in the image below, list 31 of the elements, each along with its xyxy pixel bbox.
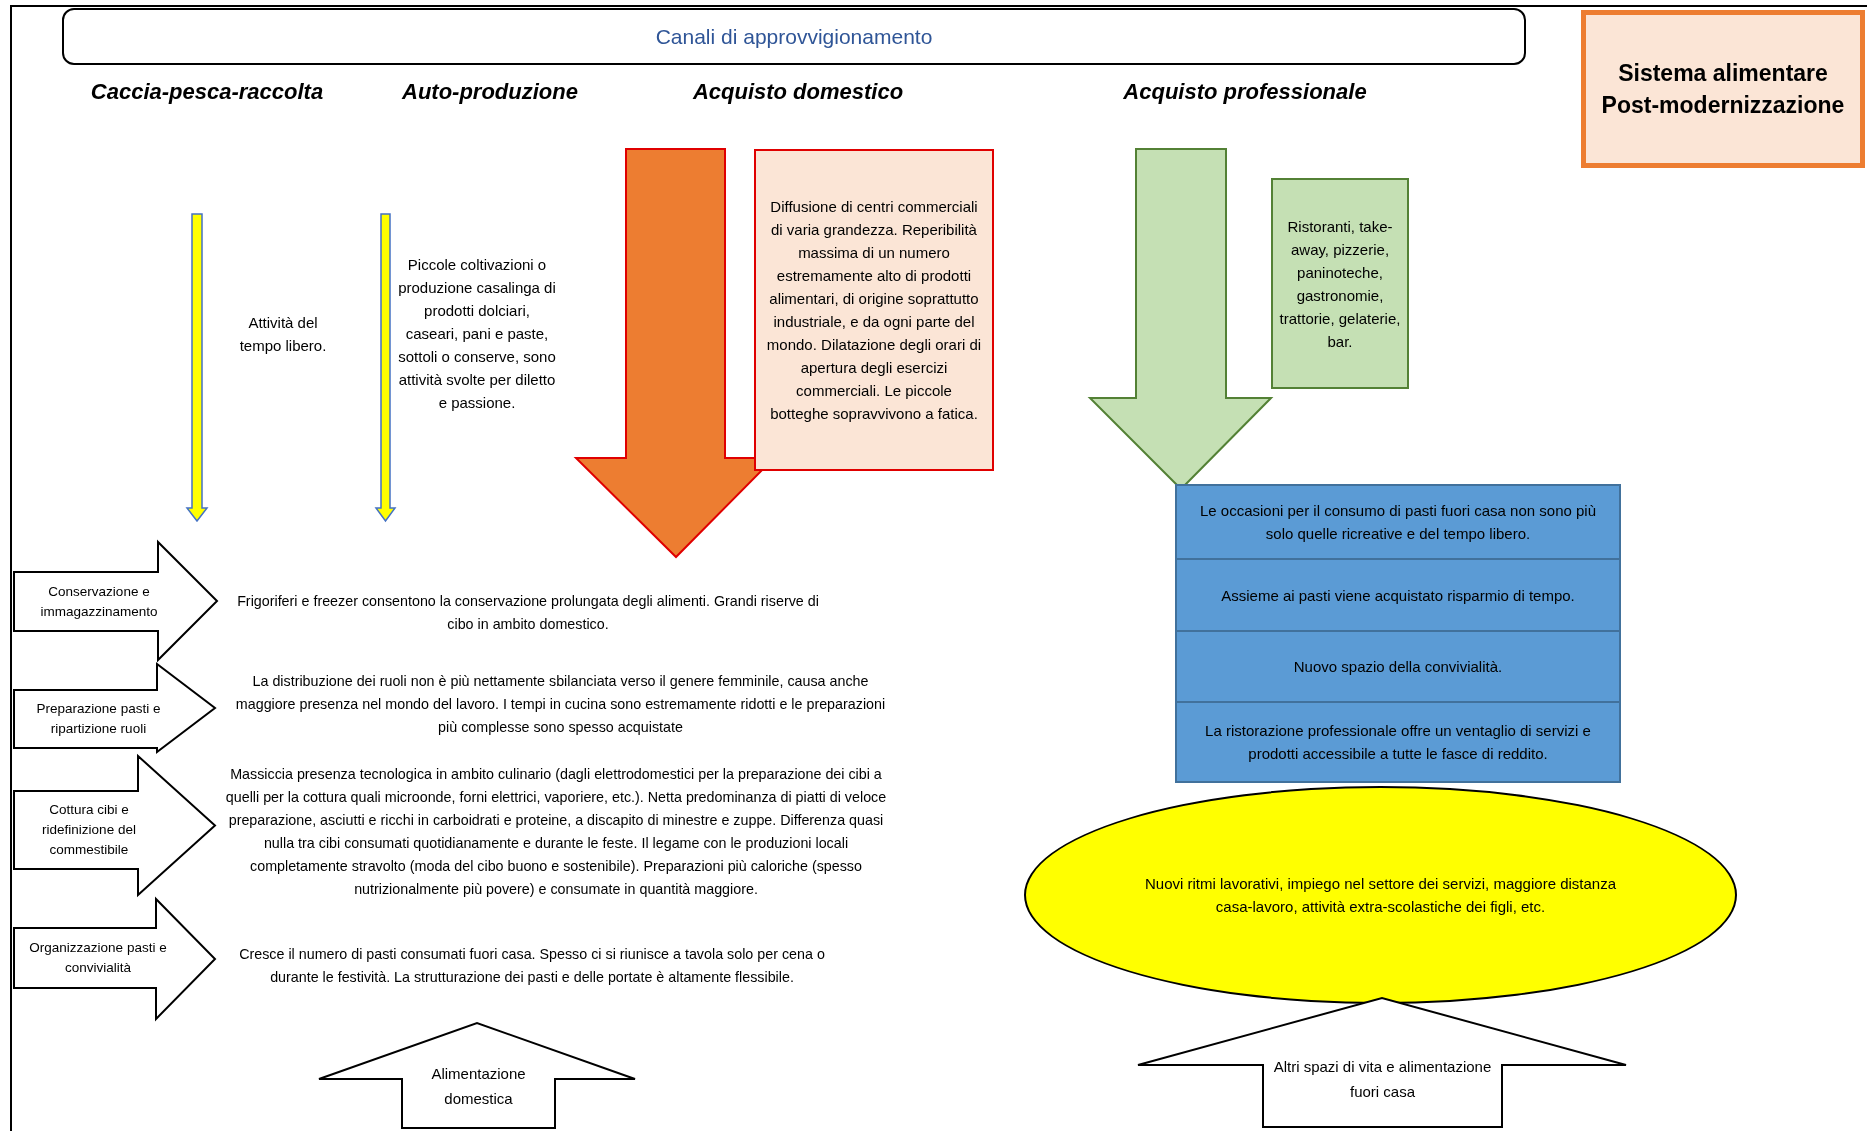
column-heading: Acquisto professionale [1122,78,1368,106]
text-box: Nuovo spazio della convivialità. [1175,630,1621,703]
description-text: Piccole coltivazioni o produzione casalinga di prodotti dolciari, caseari, pani e paste, sottoli o conserve, sono attività svolte per diletto e passione. [397,255,557,413]
column-heading: Auto-produzione [400,78,579,106]
pointed-tag [14,542,218,660]
text-box: Sistema alimentare Post-modernizzazione [1581,10,1865,168]
arrow-label: Preparazione pasti e ripartizione ruoli [35,700,162,738]
block-arrow [1138,998,1626,1128]
text-box: Le occasioni per il consumo di pasti fuori casa non sono più solo quelle ricreative e del tempo libero. [1175,484,1621,560]
description-text: Frigoriferi e freezer consentono la conservazione prolungata degli alimenti. Grandi riserve di cibo in ambito domestico. [236,592,820,634]
description-text: La distribuzione dei ruoli non è più nettamente sbilanciata verso il genere femminile, causa anche maggiore presenza nel mondo del lavoro. I tempi in cucina sono estremamente ridotti e le preparazioni più complesse sono spesso acquistate [234,672,887,737]
arrow-label: Alimentazione domestica [430,1064,527,1109]
text-box: Ristoranti, take-away, pizzerie, paninoteche, gastronomie, trattorie, gelaterie, bar. [1271,178,1409,389]
title-banner: Canali di approvvigionamento [62,8,1526,65]
description-text: Cresce il numero di pasti consumati fuori casa. Spesso ci si riunisce a tavola solo per cena o durante le festività. La strutturazione dei pasti e delle portate è altamente flessibile. [238,945,826,987]
description-text: Attività del tempo libero. [238,313,328,356]
text-box: Assieme ai pasti viene acquistato risparmio di tempo. [1175,558,1621,632]
text-box: La ristorazione professionale offre un ventaglio di servizi e prodotti accessibile a tutte le fasce di reddito. [1175,701,1621,783]
pointed-tag [14,664,216,752]
ellipse-shape: Nuovi ritmi lavorativi, impiego nel settore dei servizi, maggiore distanza casa-lavoro, attività extra-scolastiche dei figli, etc. [1024,786,1737,1004]
description-text: Massiccia presenza tecnologica in ambito culinario (dagli elettrodomestici per la preparazione dei cibi a quelli per la cottura quali microonde, forni elettrici, vaporiere, etc.). Netta predominanza di piatti di veloce preparazione, asciutti e ricchi in carboidrati e proteine, a discapito di minestre e zuppe. Differenza quasi nulla tra cibi consumati quotidianamente e durante le feste. Il legame con le produzioni locali completamente stravolto (moda del cibo buono e sostenibile). Preparazioni più caloriche (spesso nutrizionalmente più povere) e consumate in quantità maggiore. [224,765,888,899]
column-heading: Caccia-pesca-raccolta [89,78,325,106]
pointed-tag [14,756,216,895]
arrow-label: Organizzazione pasti e convivialità [28,939,168,977]
arrow-label: Cottura cibi e ridefinizione del commestibile [41,801,137,859]
text-box: Diffusione di centri commerciali di varia grandezza. Reperibilità massima di un numero estremamente alto di prodotti alimentari, di origine soprattutto industriale, e da ogni parte del mondo. Dilatazione degli orari di apertura degli esercizi commerciali. Le piccole botteghe sopravvivono a fatica. [754,149,994,471]
block-arrow [319,1023,635,1129]
pointed-tag [14,899,216,1019]
column-heading: Acquisto domestico [691,78,905,106]
arrow-label: Conservazione e immagazzinamento [39,582,159,621]
arrow-label: Altri spazi di vita e alimentazione fuori casa [1272,1056,1493,1102]
